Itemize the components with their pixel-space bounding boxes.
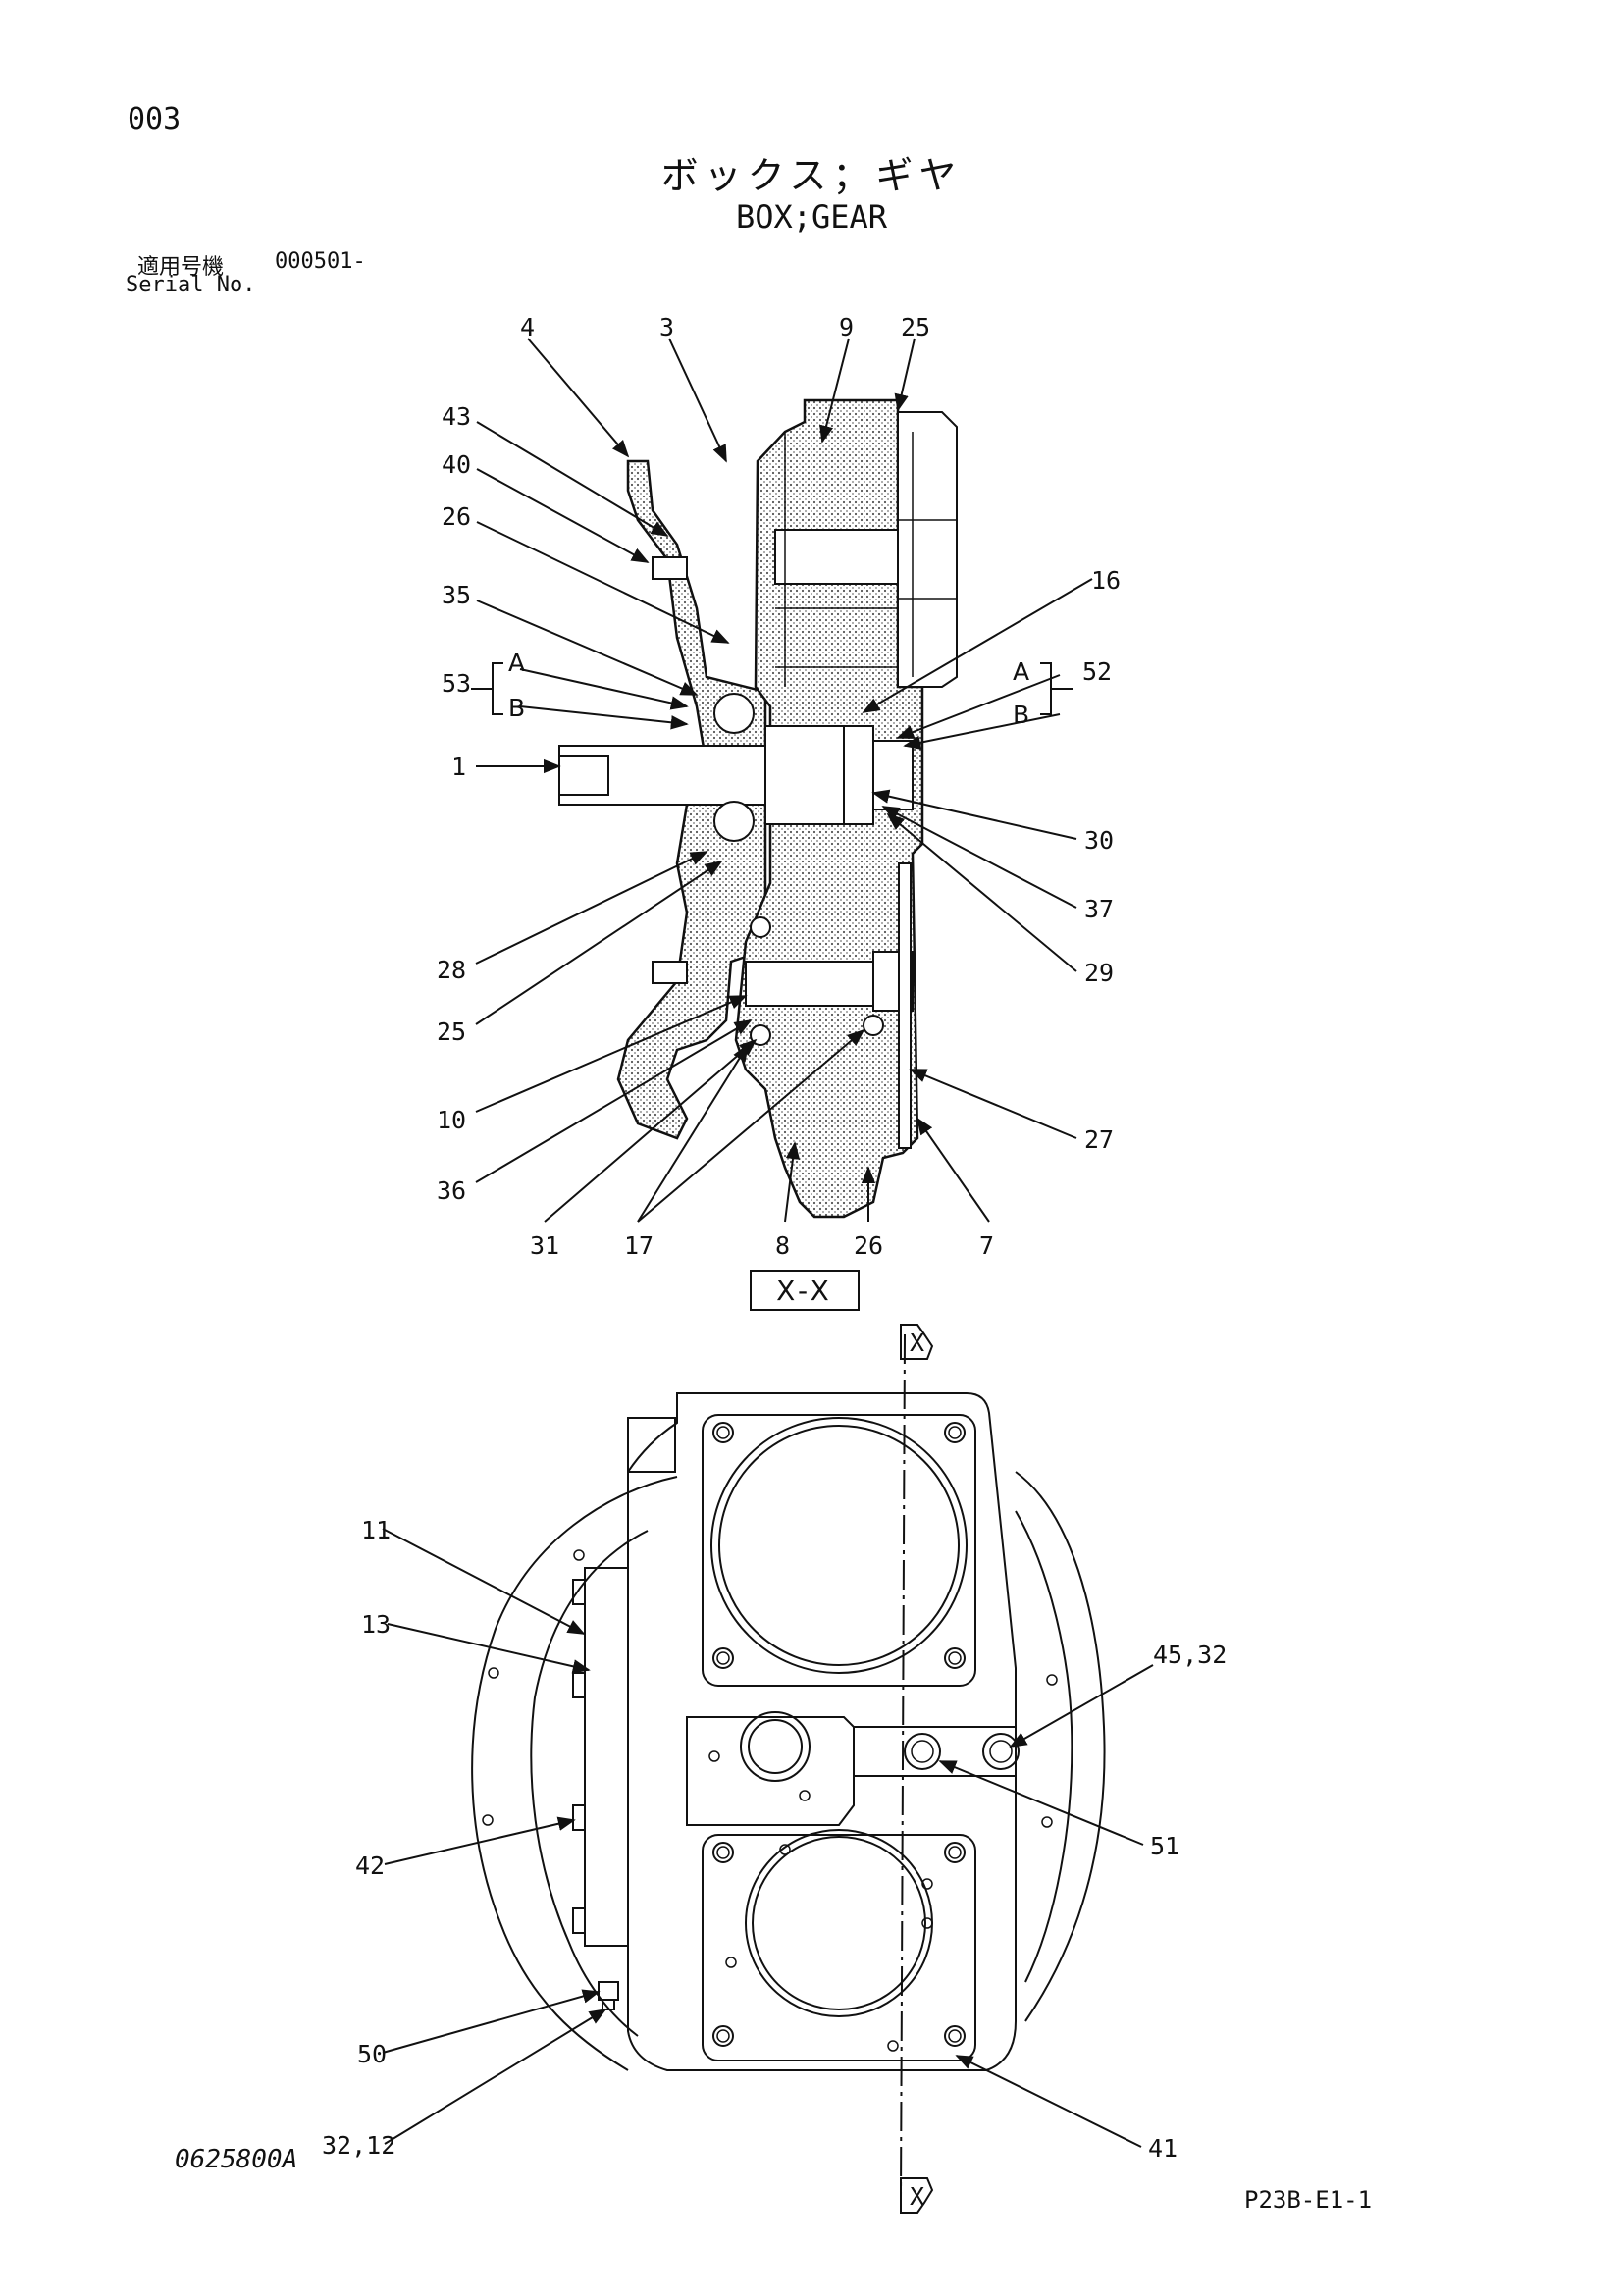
- callout-3: 3: [659, 313, 674, 341]
- callouts: 4 3 9 25 43 40 26 35 53 A B 52 A B 16 1 …: [322, 313, 1227, 2163]
- drawing-number: 0625800A: [175, 2145, 298, 2174]
- cut-marker-bottom: [900, 2177, 934, 2214]
- callout-1: 1: [451, 753, 466, 781]
- callout-42: 42: [355, 1852, 385, 1880]
- callout-51: 51: [1150, 1832, 1179, 1860]
- callout-25-top: 25: [901, 313, 930, 341]
- callout-52-b: B: [1013, 701, 1029, 729]
- cut-marker-bottom-label: X: [910, 2182, 924, 2211]
- callout-36: 36: [437, 1176, 466, 1205]
- page-code: P23B-E1-1: [1244, 2186, 1373, 2214]
- callout-52: 52: [1082, 657, 1112, 686]
- callout-26-bottom: 26: [854, 1231, 883, 1260]
- callout-9: 9: [839, 313, 854, 341]
- callout-43: 43: [442, 402, 471, 431]
- cut-marker-top-label: X: [910, 1329, 924, 1357]
- callout-25-left: 25: [437, 1018, 466, 1046]
- section-leaders: [471, 338, 1093, 1223]
- callout-41: 41: [1148, 2134, 1178, 2163]
- callout-45-32: 45,32: [1153, 1641, 1227, 1669]
- plan-leaders: [382, 1528, 1154, 2148]
- callout-50: 50: [357, 2040, 387, 2068]
- callout-8: 8: [775, 1231, 790, 1260]
- callout-28: 28: [437, 956, 466, 984]
- serial-label-japanese: 適用号機: [137, 255, 225, 280]
- callout-29: 29: [1084, 959, 1114, 987]
- callout-37: 37: [1084, 895, 1114, 923]
- callout-32-12: 32,12: [322, 2131, 395, 2160]
- callout-53: 53: [442, 669, 471, 698]
- serial-label-english: Serial No.: [126, 273, 256, 297]
- callout-35: 35: [442, 581, 471, 609]
- callout-30: 30: [1084, 826, 1114, 855]
- page-number: 003: [128, 102, 182, 136]
- callout-53-b: B: [508, 694, 525, 722]
- section-view-label: X-X: [776, 1275, 833, 1307]
- callout-11: 11: [361, 1516, 391, 1544]
- plan-view: [471, 1333, 1106, 2199]
- callout-10: 10: [437, 1106, 466, 1134]
- callout-7: 7: [979, 1231, 994, 1260]
- section-label-box: [750, 1270, 860, 1311]
- callout-52-a: A: [1013, 657, 1029, 686]
- title-english: BOX;GEAR: [735, 198, 888, 235]
- serial-number-value: 000501-: [275, 249, 366, 274]
- callout-17: 17: [624, 1231, 654, 1260]
- callout-13: 13: [361, 1610, 391, 1639]
- callout-31: 31: [530, 1231, 559, 1260]
- callout-4: 4: [520, 313, 535, 341]
- cut-marker-top: [900, 1324, 934, 1360]
- callout-53-a: A: [508, 649, 525, 677]
- title-japanese: ボックス；ギヤ: [660, 154, 963, 197]
- callout-16: 16: [1091, 566, 1121, 595]
- callout-27: 27: [1084, 1125, 1114, 1154]
- callout-40: 40: [442, 450, 471, 479]
- callout-26-left: 26: [442, 502, 471, 531]
- section-view: [558, 398, 958, 1219]
